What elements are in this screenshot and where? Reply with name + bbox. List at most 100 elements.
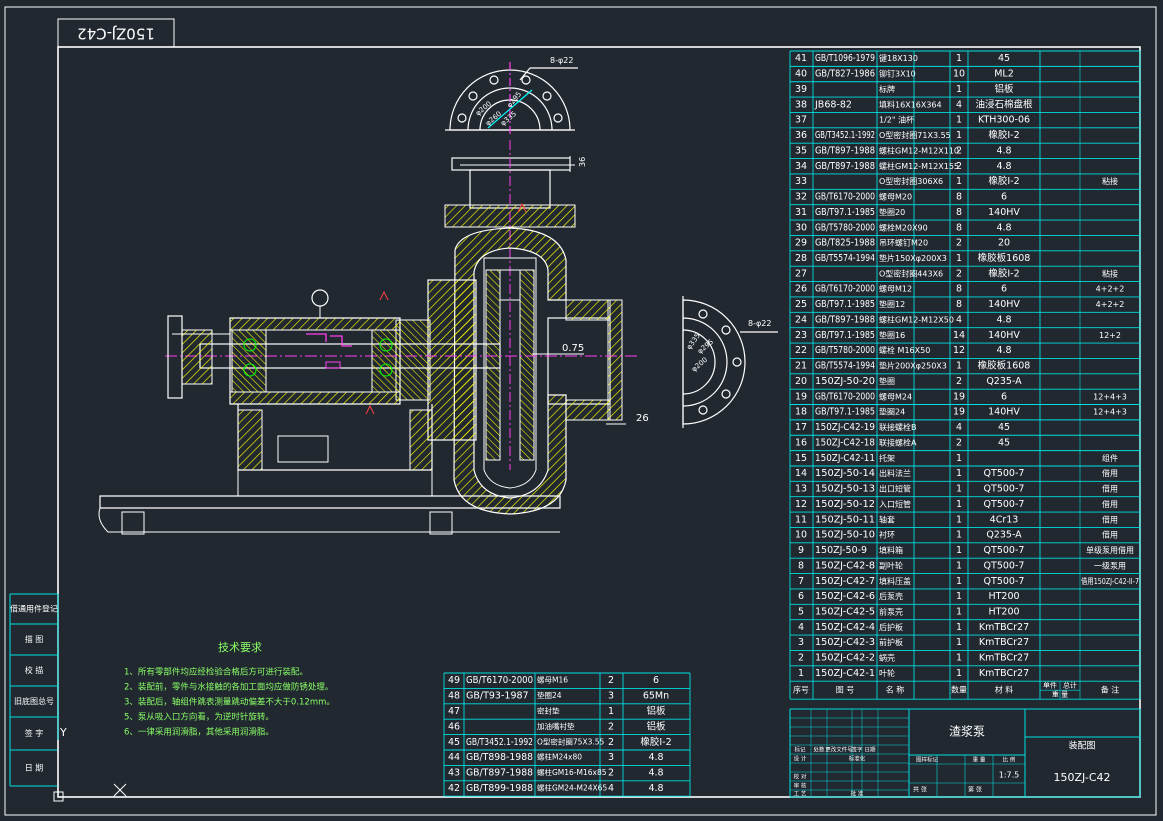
ucs-icon	[53, 740, 127, 802]
bom-code: 150ZJ-C42-1	[815, 668, 875, 679]
bom-mat: QT500-7	[984, 499, 1025, 510]
right-flange-d3: φ200	[690, 356, 709, 374]
bom-no: 15	[795, 453, 807, 464]
bom-note: 12+2	[1099, 331, 1121, 340]
bom-name: 填料压盖	[879, 576, 911, 586]
title-scale-label: 比 例	[1003, 756, 1016, 764]
bom-qty: 1	[956, 361, 962, 372]
bom-small-name: 螺柱GM24-M24X65	[537, 783, 607, 793]
bom-name: 入口短管	[879, 499, 911, 509]
bom-code: 150ZJ-C42-7	[815, 576, 875, 587]
bom-code: GB/T825-1988	[815, 238, 875, 249]
bom-qty: 12	[953, 345, 965, 356]
bom-qty: 2	[956, 376, 962, 387]
bom-mat: 20	[998, 238, 1010, 249]
bom-code: GB/T897-1988	[815, 161, 875, 172]
bom-no: 6	[798, 591, 804, 602]
code-stamp: 150ZJ-C42	[57, 18, 175, 48]
title-weight-label: 重 量	[973, 756, 986, 764]
bom-no: 39	[795, 84, 807, 95]
bom-name: 垫圈20	[879, 207, 905, 217]
bom-no: 26	[795, 284, 807, 295]
top-flange-d1: φ335	[499, 110, 518, 128]
bom-code: GB/T97.1-1985	[815, 207, 875, 218]
bom-name: 垫圈24	[879, 407, 905, 417]
bom-mat: KmTBCr27	[979, 653, 1029, 664]
bom-small-qty: 3	[608, 752, 614, 763]
bom-small-name: 螺母M16	[537, 675, 568, 685]
bom-code: 150ZJ-C42-19	[815, 422, 875, 433]
bom-code: GB/T6170-2000	[815, 284, 875, 295]
ucs-y-label: Y	[59, 726, 67, 739]
bom-mat: 4.8	[996, 161, 1011, 172]
bom-code: GB/T6170-2000	[815, 192, 875, 203]
bom-small-name: O型密封圈75X3.55	[537, 736, 605, 746]
bom-small-mat: 橡胶I-2	[640, 736, 671, 748]
bom-header-unit: 单件	[1043, 681, 1057, 690]
bom-qty: 2	[956, 238, 962, 249]
bom-code: 150ZJ-50-11	[815, 514, 875, 525]
bom-mat: 橡胶板1608	[978, 360, 1031, 372]
title-std: 标准化	[849, 755, 866, 763]
bom-small-mat: 4.8	[648, 768, 663, 779]
bom-name: 叶轮	[879, 668, 895, 678]
bom-name: 螺母M24	[879, 391, 912, 401]
bom-no: 36	[795, 130, 807, 141]
tech-req-line: 5、泵从吸入口方向看，为逆时针旋转。	[124, 712, 274, 723]
bom-qty: 1	[956, 484, 962, 495]
bom-code: GB/T897-1988	[815, 314, 875, 325]
bom-mat: 4.8	[996, 145, 1011, 156]
tech-req-line: 3、装配后，轴组件跳表测量跳动偏差不大于0.12mm。	[124, 697, 335, 708]
bom-small-qty: 2	[608, 768, 614, 779]
bom-code: GB/T97.1-1985	[815, 330, 875, 341]
bom-no: 22	[795, 345, 807, 356]
bom-mat: 6	[1001, 284, 1007, 295]
bom-name: 垫片200Xφ250X3	[879, 361, 947, 371]
bom-qty: 1	[956, 530, 962, 541]
technical-requirements: 技术要求 1、所有零部件均应经检验合格后方可进行装配。2、装配前，零件与水接触的…	[124, 641, 335, 738]
bom-name: 1/2" 油杯	[879, 115, 914, 125]
bom-no: 2	[798, 653, 804, 664]
bom-mat: 橡胶I-2	[988, 129, 1019, 141]
title-row1-cell: 签字	[851, 746, 863, 754]
bom-qty: 4	[956, 314, 962, 325]
top-flange-view	[445, 62, 578, 135]
bom-qty: 1	[956, 653, 962, 664]
bom-small-mat: 6	[653, 675, 659, 686]
bom-note: 借用	[1102, 468, 1118, 478]
bom-small-qty: 2	[608, 721, 614, 732]
bom-code: GB/T6170-2000	[815, 391, 875, 402]
bom-no: 4	[798, 622, 804, 633]
bom-note: 粘接	[1102, 268, 1118, 278]
bom-note: 12+4+3	[1093, 392, 1127, 401]
title-row1-cell: 处数	[813, 746, 825, 754]
bom-code: GB/T5780-2000	[815, 345, 875, 356]
bom-mat: QT500-7	[984, 576, 1025, 587]
bom-no: 34	[795, 161, 807, 172]
bom-small-mat: 铝板	[646, 720, 666, 732]
bom-name: 螺柱GM12-M12X110	[879, 145, 959, 155]
bom-note: 借用150ZJ-C42-II-7	[1081, 576, 1139, 586]
bom-qty: 19	[953, 391, 965, 402]
bom-mat: HT200	[988, 591, 1019, 602]
bom-qty: 8	[956, 284, 962, 295]
bom-note: 粘接	[1102, 176, 1118, 186]
bom-code: GB/T5574-1994	[815, 253, 875, 264]
bom-code: GB/T5780-2000	[815, 222, 875, 233]
bom-small-mat: 铝板	[646, 705, 666, 717]
bom-small-no: 43	[448, 768, 460, 779]
bom-mat: Q235-A	[986, 530, 1022, 541]
bom-mat: Q235-A	[986, 376, 1022, 387]
bom-small-no: 48	[448, 691, 460, 702]
bom-mat: 4Cr13	[990, 514, 1019, 525]
title-stage-label: 图样标记	[916, 756, 939, 764]
bom-name: 后护板	[879, 622, 903, 632]
bom-qty: 2	[956, 437, 962, 448]
bom-name: 衬环	[879, 530, 895, 540]
bom-no: 17	[795, 422, 807, 433]
bom-header-code: 图 号	[836, 686, 855, 695]
bom-no: 5	[798, 607, 804, 618]
bom-code: GB/T827-1986	[815, 69, 875, 80]
bom-header-total: 总计	[1063, 681, 1077, 690]
